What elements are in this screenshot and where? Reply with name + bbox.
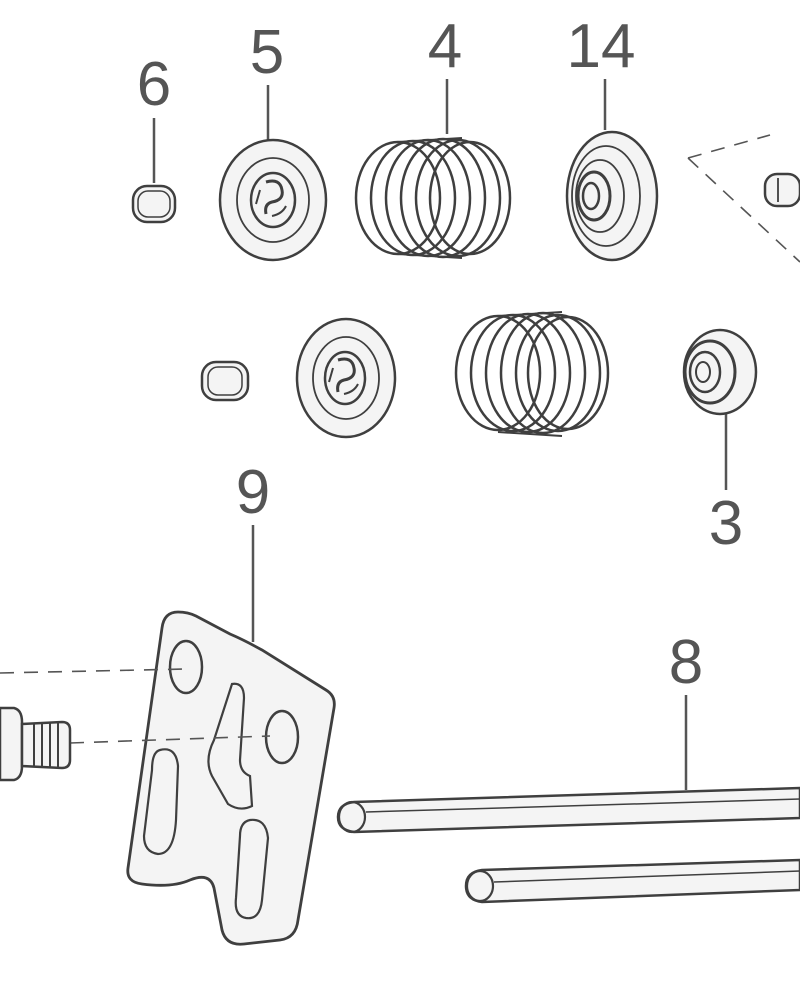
callout-8: 8	[669, 628, 703, 697]
callout-4: 4	[428, 12, 462, 81]
callout-5: 5	[250, 18, 284, 87]
pushrod-lower	[464, 858, 800, 904]
spring-retainer-lower	[295, 317, 397, 439]
callout-9: 9	[236, 458, 270, 527]
valve-spring-top	[354, 137, 512, 259]
valve-keeper-lower	[200, 360, 250, 402]
spring-retainer-top	[218, 138, 328, 262]
pushrod-upper	[336, 786, 800, 834]
dashed-guide-right	[687, 134, 800, 263]
callout-14: 14	[567, 12, 636, 81]
dashed-alignment-lines	[0, 668, 271, 744]
valve-stem-seal	[565, 130, 659, 262]
pushrod-guide-plate	[126, 610, 336, 946]
valve-keeper-top	[131, 184, 177, 224]
mounting-bolt	[0, 706, 72, 782]
valve-seal	[682, 328, 758, 416]
valve-spring-lower	[454, 311, 610, 437]
callout-6: 6	[137, 50, 171, 119]
callout-3: 3	[709, 489, 743, 558]
